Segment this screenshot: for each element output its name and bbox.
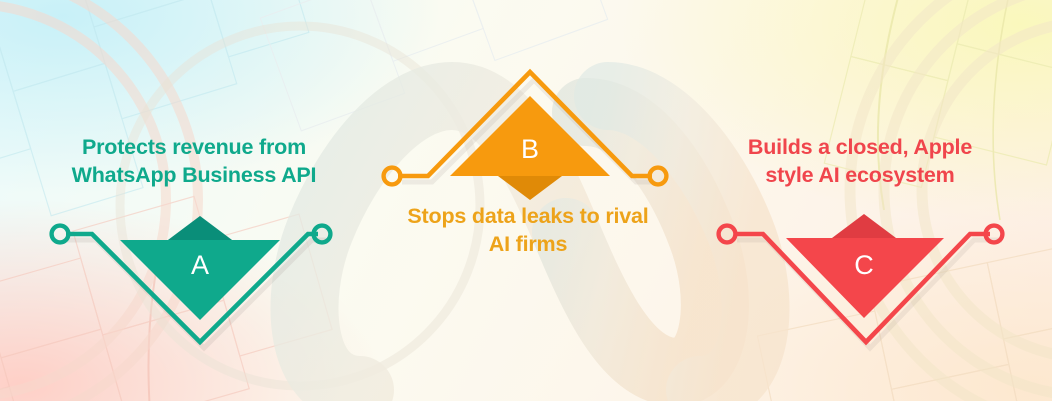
node-c-left-endpoint-icon[interactable] xyxy=(716,223,738,245)
node-b-connector-path xyxy=(398,68,652,179)
node-c-triangle xyxy=(786,238,944,318)
node-c-cap-triangle xyxy=(832,214,896,238)
node-c-right-endpoint-icon[interactable] xyxy=(983,223,1005,245)
node-a-left-endpoint-icon[interactable] xyxy=(49,223,71,245)
node-b-triangle xyxy=(450,96,610,176)
node-a-letter: A xyxy=(191,250,209,280)
node-b-graphic: B xyxy=(381,68,669,200)
node-b-right-endpoint-icon[interactable] xyxy=(647,165,669,187)
node-a-graphic: A xyxy=(49,216,333,352)
node-a-right-endpoint-icon[interactable] xyxy=(311,223,333,245)
node-b-cap-triangle xyxy=(498,176,562,200)
node-b-left-endpoint-icon[interactable] xyxy=(381,165,403,187)
node-a-connector-path xyxy=(66,231,318,346)
node-a-triangle xyxy=(120,240,280,320)
node-c-caption: Builds a closed, Apple style AI ecosyste… xyxy=(747,135,973,187)
node-a-caption: Protects revenue from WhatsApp Business … xyxy=(71,135,317,187)
node-b[interactable]: B xyxy=(340,48,720,228)
node-a[interactable]: A xyxy=(0,196,360,401)
node-c-graphic: C xyxy=(716,214,1005,352)
node-c[interactable]: C xyxy=(668,196,1052,401)
node-c-connector-path xyxy=(735,231,990,346)
node-a-cap-triangle xyxy=(168,216,232,240)
node-c-letter: C xyxy=(854,250,874,280)
node-b-letter: B xyxy=(521,134,539,164)
node-b-caption: Stops data leaks to rival AI firms xyxy=(407,204,649,256)
